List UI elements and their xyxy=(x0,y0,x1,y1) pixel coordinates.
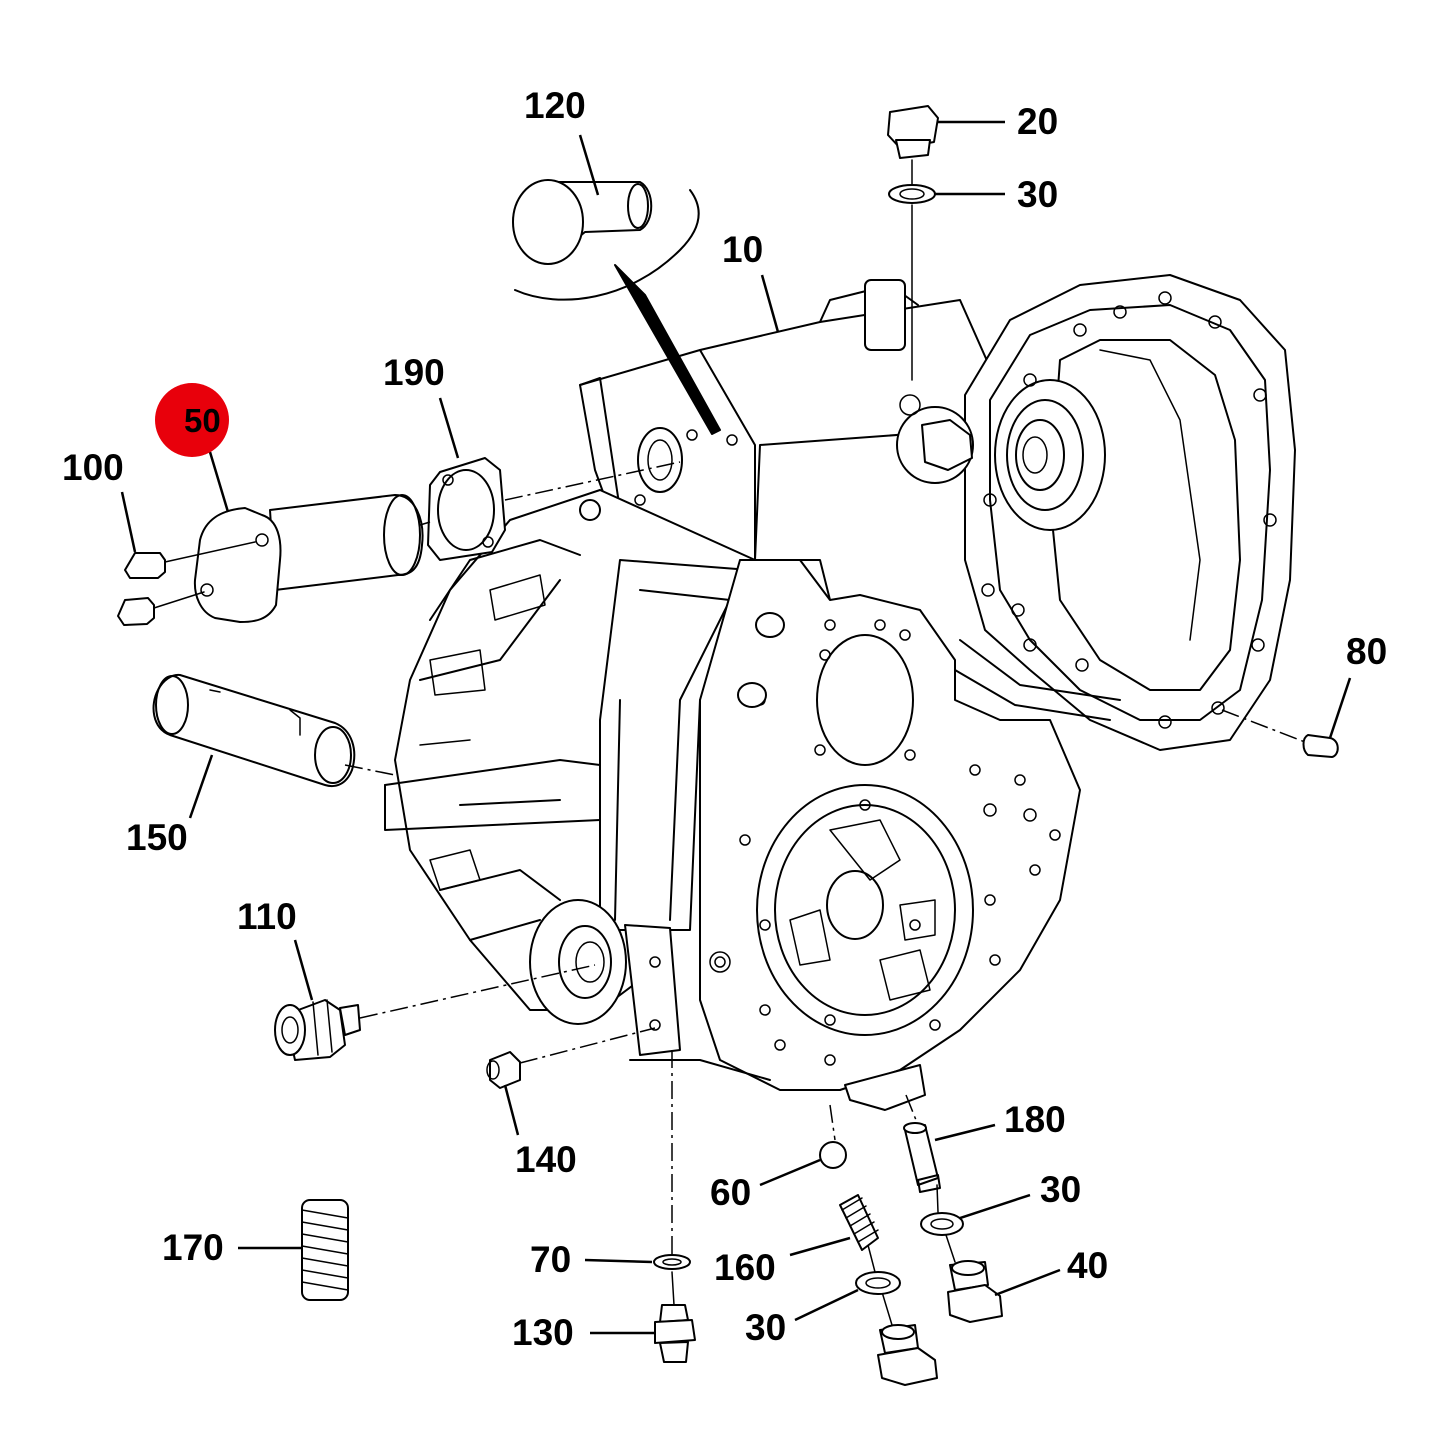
callout-80: 80 xyxy=(1346,631,1387,672)
leader-lines xyxy=(120,120,1352,1335)
callout-30-top: 30 xyxy=(1017,174,1058,215)
callout-40: 40 xyxy=(1067,1245,1108,1286)
part-160-spring xyxy=(839,1194,879,1251)
callout-100: 100 xyxy=(62,447,124,488)
callout-10: 10 xyxy=(722,229,763,270)
highlight-marker xyxy=(155,383,229,457)
callout-70: 70 xyxy=(530,1239,571,1280)
part-20-plug xyxy=(887,105,939,191)
part-50-filter xyxy=(193,494,424,623)
callout-30-bottom: 30 xyxy=(745,1307,786,1348)
housing-part-10 xyxy=(384,279,1081,1111)
callout-150: 150 xyxy=(126,817,188,858)
callout-50: 50 xyxy=(184,402,221,439)
part-130-fitting xyxy=(654,1304,696,1363)
part-140-plug xyxy=(486,1051,521,1089)
part-120-inset xyxy=(512,179,721,435)
part-60-ball xyxy=(819,1141,847,1169)
callout-20: 20 xyxy=(1017,101,1058,142)
part-170-spring xyxy=(301,1199,349,1301)
callout-180: 180 xyxy=(1004,1099,1066,1140)
bottom-plug xyxy=(877,1324,938,1386)
part-30-washer-right xyxy=(920,1212,964,1236)
callout-130: 130 xyxy=(512,1312,574,1353)
part-150-pin xyxy=(152,673,356,788)
callout-30-right: 30 xyxy=(1040,1169,1081,1210)
part-180-pin xyxy=(903,1122,941,1193)
part-100-bolts xyxy=(117,541,256,626)
bell-flange xyxy=(954,274,1296,751)
callout-160: 160 xyxy=(714,1247,776,1288)
part-30-washer-bottom xyxy=(855,1271,901,1295)
part-70-oring xyxy=(653,1254,691,1270)
part-30-washer-top xyxy=(888,184,936,204)
callout-170: 170 xyxy=(162,1227,224,1268)
housing-hex-boss xyxy=(896,394,974,484)
part-40-plug xyxy=(947,1260,1003,1323)
callout-120: 120 xyxy=(524,85,586,126)
callout-190: 190 xyxy=(383,352,445,393)
callout-140: 140 xyxy=(515,1139,577,1180)
front-bolt-holes xyxy=(714,619,1061,1066)
callout-110: 110 xyxy=(237,896,297,937)
callout-60: 60 xyxy=(710,1172,751,1213)
part-190-gasket xyxy=(427,457,506,561)
part-110-fitting xyxy=(274,999,361,1061)
part-80-pin xyxy=(1302,734,1339,758)
